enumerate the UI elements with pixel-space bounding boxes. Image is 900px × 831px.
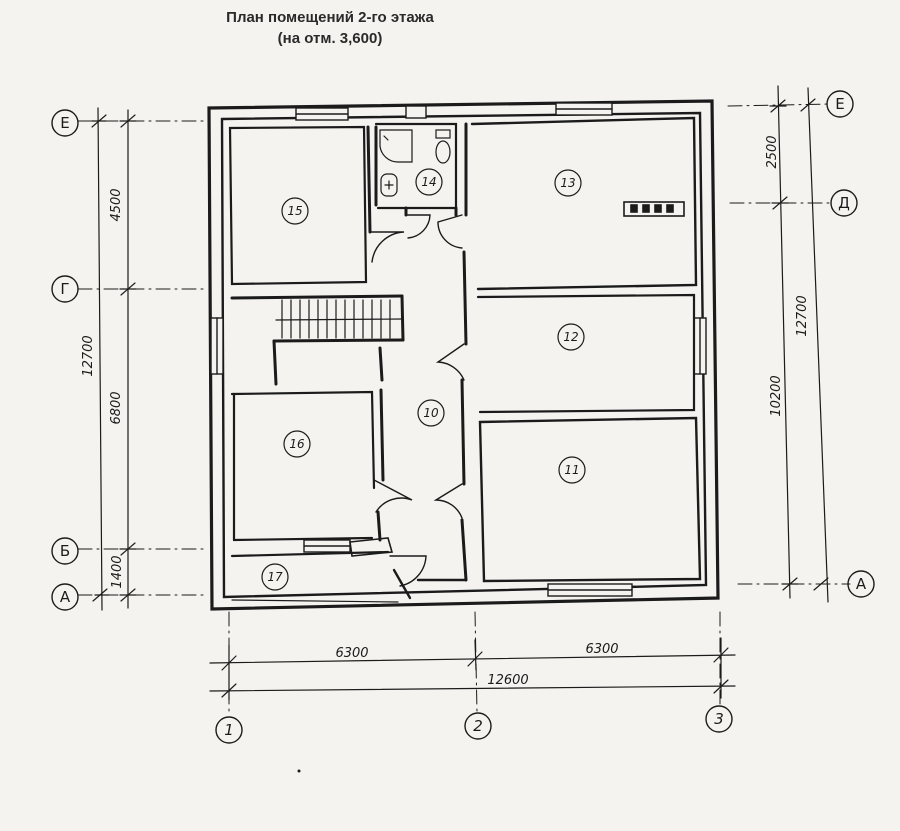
dim-bottom-6300-right: 6300	[585, 642, 618, 657]
room-12-label: 12	[563, 330, 578, 344]
room-15-label: 15	[287, 204, 302, 218]
room-14-label: 14	[421, 175, 436, 189]
axis-label-d: Д	[838, 194, 850, 212]
pencil-dot	[297, 769, 301, 773]
sanitary-fixtures	[379, 129, 451, 197]
dim-left-1400: 1400	[110, 555, 125, 588]
axis-bubbles	[51, 90, 875, 744]
dim-bottom-total: 12600	[487, 673, 528, 688]
interior-walls	[228, 116, 702, 603]
dim-right-total: 12700	[795, 295, 810, 336]
dim-left-total: 12700	[81, 335, 96, 376]
room-circles	[261, 168, 586, 591]
plan-subtitle: (на отм. 3,600)	[277, 30, 383, 47]
room-17-label: 17	[267, 570, 283, 584]
axis-label-e-left: Е	[60, 114, 69, 132]
plan-title: План помещений 2-го этажа	[226, 9, 434, 26]
room-10-label: 10	[423, 406, 439, 420]
axis-label-a-left: А	[60, 588, 71, 606]
outer-walls	[207, 99, 720, 611]
axis-label-2: 2	[473, 717, 483, 735]
dim-right-10200: 10200	[769, 375, 784, 416]
room-11-label: 11	[564, 463, 579, 477]
axis-label-e-right: Е	[835, 95, 844, 113]
dim-left-6800: 6800	[109, 391, 124, 424]
dim-right-2500: 2500	[765, 135, 780, 168]
room-13-label: 13	[560, 176, 575, 190]
dim-bottom-6300-left: 6300	[335, 646, 368, 661]
axis-label-g: Г	[60, 280, 69, 298]
room-16-label: 16	[289, 437, 305, 451]
windows	[210, 102, 707, 597]
axis-label-a-right: А	[856, 575, 867, 593]
stair-treads	[275, 299, 403, 339]
dim-left-4500: 4500	[109, 188, 124, 221]
axis-label-1: 1	[224, 721, 234, 739]
axis-label-3: 3	[714, 710, 724, 728]
radiator-icon	[623, 201, 685, 217]
axis-label-b: Б	[60, 542, 70, 560]
dimension-lines	[91, 85, 829, 701]
door-swings	[369, 214, 465, 587]
